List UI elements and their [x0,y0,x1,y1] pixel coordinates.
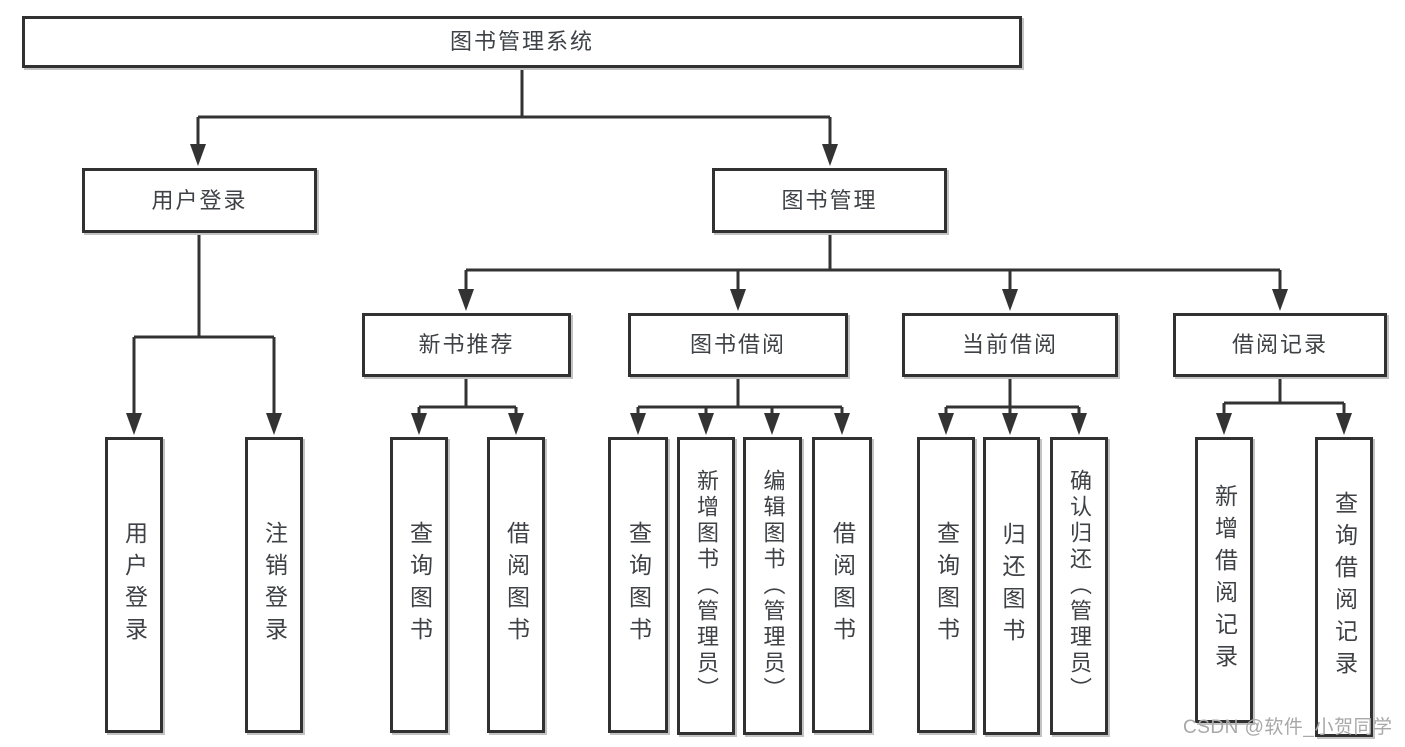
connector-bookmgmt-to-level3 [464,233,1282,291]
leaf-cb-confirm-return-admin: 确认归还（管理员） [1050,437,1108,735]
leaf-br-query-record: 查询借阅记录 [1315,437,1373,737]
arrowheads [126,144,1352,435]
node-user-login: 用户登录 [82,168,317,233]
leaf-user-login: 用户登录 [105,437,163,733]
leaf-bb-borrow-books: 借阅图书 [812,437,872,733]
leaf-rec-query-books: 查询图书 [390,437,448,733]
connector-currentborrow-to-leaves [944,377,1081,415]
node-root: 图书管理系统 [22,16,1022,68]
leaf-bb-query-books: 查询图书 [608,437,668,733]
node-new-book-recommend: 新书推荐 [362,313,571,377]
connector-borrowrecords-to-leaves [1222,377,1346,415]
leaf-cb-return-books: 归还图书 [983,437,1040,735]
leaf-bb-edit-books-admin: 编辑图书（管理员） [743,437,802,735]
leaf-logout: 注销登录 [245,437,303,733]
leaf-cb-query-books: 查询图书 [917,437,975,733]
node-borrow-records: 借阅记录 [1173,313,1387,377]
leaf-bb-add-books-admin: 新增图书（管理员） [677,437,735,735]
csdn-watermark: CSDN @软件_小贺同学 [1183,717,1393,738]
connector-newbook-to-leaves [417,377,518,415]
node-current-borrow: 当前借阅 [902,313,1118,377]
connector-root-to-level2 [196,68,832,146]
node-book-borrow: 图书借阅 [628,313,848,377]
leaf-br-add-record: 新增借阅记录 [1195,437,1253,723]
connector-userlogin-to-leaves [132,233,276,415]
node-book-management: 图书管理 [712,168,947,233]
leaf-rec-borrow-books: 借阅图书 [487,437,545,733]
connector-bookborrow-to-leaves [636,377,844,415]
